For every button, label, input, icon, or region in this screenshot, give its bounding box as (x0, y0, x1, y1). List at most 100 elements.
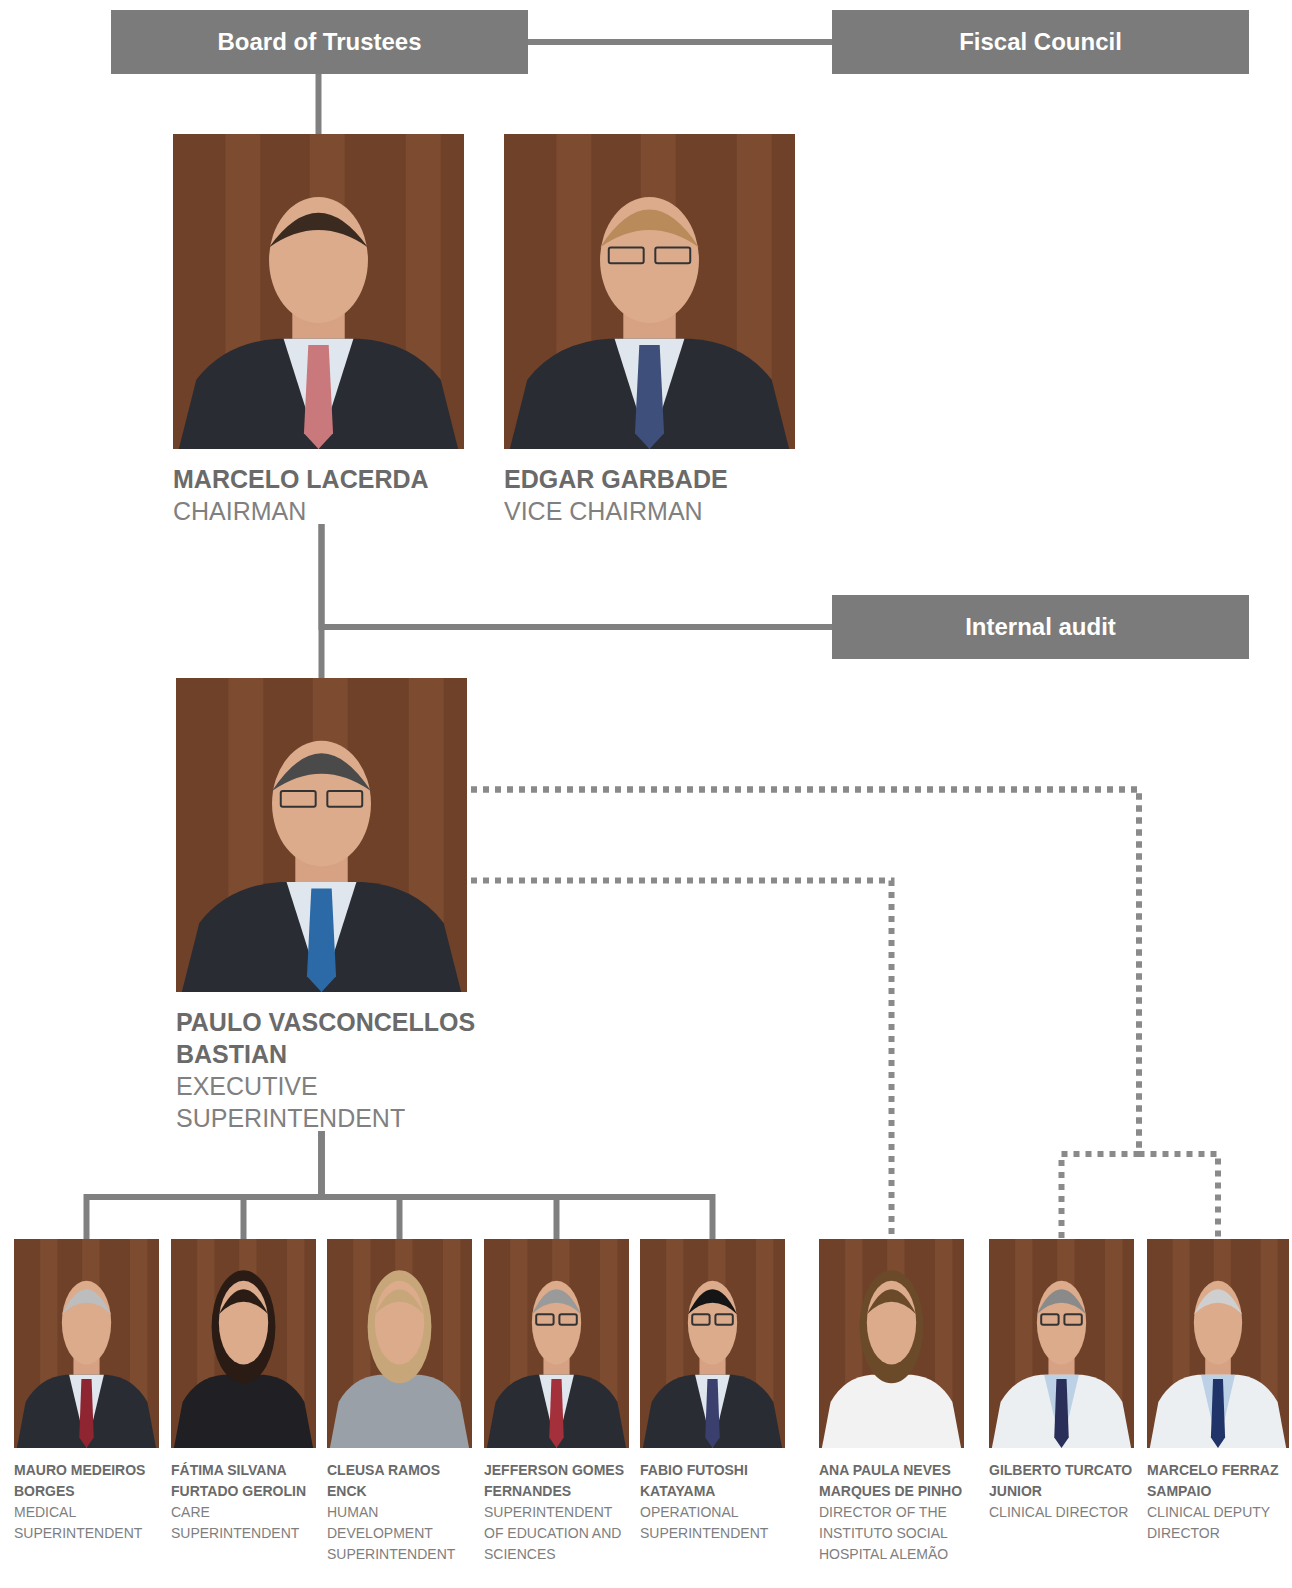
fringe (867, 1289, 916, 1314)
necktie (79, 1379, 94, 1448)
wood-background (484, 1239, 629, 1448)
shirt (284, 339, 354, 449)
shirt (1201, 1375, 1235, 1448)
person-title: VICE CHAIRMAN (504, 495, 804, 527)
person-title: EXECUTIVE SUPERINTENDENT (176, 1070, 506, 1134)
face (269, 197, 368, 323)
necktie (635, 345, 664, 449)
torso (510, 339, 789, 449)
wood-background (173, 134, 464, 449)
wood-background (1147, 1239, 1289, 1448)
portrait-photo (327, 1239, 472, 1448)
glasses (327, 791, 362, 807)
person-card: CLEUSA RAMOS ENCKHUMAN DEVELOPMENT SUPER… (327, 1239, 477, 1565)
person-name: JEFFERSON GOMES FERNANDES (484, 1460, 634, 1502)
person-name: MARCELO FERRAZ SAMPAIO (1147, 1460, 1289, 1502)
dotted-connector (471, 790, 1218, 1240)
hair (688, 1289, 737, 1314)
dotted-connector (471, 881, 892, 1240)
shirt (69, 1375, 104, 1448)
person-name: FABIO FUTOSHI KATAYAMA (640, 1460, 790, 1502)
face (1037, 1281, 1086, 1365)
box-label: Internal audit (955, 613, 1126, 641)
glasses (655, 247, 690, 263)
dotted-connector (471, 790, 1139, 1240)
person-title: DIRECTOR OF THE INSTITUTO SOCIAL HOSPITA… (819, 1502, 969, 1565)
connector-line (322, 1134, 400, 1239)
glasses (609, 247, 644, 263)
face (62, 1281, 111, 1365)
person-name: ANA PAULA NEVES MARQUES DE PINHO (819, 1460, 969, 1502)
glasses (692, 1314, 709, 1324)
wood-background (327, 1239, 472, 1448)
box-label: Fiscal Council (949, 28, 1132, 56)
torso (822, 1375, 961, 1448)
necktie (1211, 1379, 1225, 1448)
person-name: CLEUSA RAMOS ENCK (327, 1460, 477, 1502)
wood-background (819, 1239, 964, 1448)
connector-line (244, 1134, 322, 1239)
person-card: FABIO FUTOSHI KATAYAMAOPERATIONAL SUPERI… (640, 1239, 790, 1544)
portrait-photo (171, 1239, 316, 1448)
face (688, 1281, 737, 1365)
shirt (695, 1375, 730, 1448)
header-box: Board of Trustees (111, 10, 528, 74)
person-name: MARCELO LACERDA (173, 463, 473, 495)
wood-background (171, 1239, 316, 1448)
torso (330, 1375, 469, 1448)
connector-line (316, 74, 322, 134)
portrait-photo (819, 1239, 964, 1448)
fringe (219, 1289, 268, 1314)
portrait-photo (1147, 1239, 1289, 1448)
person-title: CLINICAL DIRECTOR (989, 1502, 1139, 1523)
person-title: MEDICAL SUPERINTENDENT (14, 1502, 164, 1544)
hair (532, 1289, 581, 1314)
person-name: GILBERTO TURCATO JUNIOR (989, 1460, 1139, 1502)
person-card: MAURO MEDEIROS BORGESMEDICAL SUPERINTEND… (14, 1239, 164, 1544)
person-name: MAURO MEDEIROS BORGES (14, 1460, 164, 1502)
shirt (287, 882, 357, 992)
wood-background (989, 1239, 1134, 1448)
hair (272, 753, 371, 791)
person-card: FÁTIMA SILVANA FURTADO GEROLINCARE SUPER… (171, 1239, 321, 1544)
portrait-photo (173, 134, 464, 449)
connector-line (322, 527, 833, 627)
person-title: SUPERINTENDENT OF EDUCATION AND SCIENCES (484, 1502, 634, 1565)
face (272, 741, 371, 867)
hair (269, 213, 368, 248)
wood-background (14, 1239, 159, 1448)
connector-line (322, 1134, 557, 1239)
portrait-photo (989, 1239, 1134, 1448)
face (375, 1281, 424, 1365)
necktie (307, 888, 336, 992)
person-card: MARCELO FERRAZ SAMPAIOCLINICAL DEPUTY DI… (1147, 1239, 1289, 1544)
connector-line (322, 1134, 713, 1239)
wood-background (176, 678, 467, 992)
portrait-photo (640, 1239, 785, 1448)
hair (600, 210, 699, 248)
portrait-photo (484, 1239, 629, 1448)
necktie (304, 345, 333, 449)
portrait-photo (14, 1239, 159, 1448)
person-title: CHAIRMAN (173, 495, 473, 527)
glasses (536, 1314, 553, 1324)
person-title: OPERATIONAL SUPERINTENDENT (640, 1502, 790, 1544)
glasses (715, 1314, 732, 1324)
torso (182, 882, 461, 992)
torso (17, 1375, 156, 1448)
person-name: FÁTIMA SILVANA FURTADO GEROLIN (171, 1460, 321, 1502)
wood-background (640, 1239, 785, 1448)
face (600, 197, 699, 323)
fringe (375, 1289, 424, 1314)
glasses (1064, 1314, 1081, 1324)
hair (1194, 1289, 1242, 1314)
person-title: CARE SUPERINTENDENT (171, 1502, 321, 1544)
hair (368, 1270, 432, 1383)
shirt (539, 1375, 574, 1448)
box-label: Board of Trustees (207, 28, 431, 56)
necktie (705, 1379, 720, 1448)
header-box: Fiscal Council (832, 10, 1249, 74)
hair (62, 1289, 111, 1314)
face (867, 1281, 916, 1365)
person-card: PAULO VASCONCELLOS BASTIANEXECUTIVE SUPE… (176, 678, 506, 1134)
